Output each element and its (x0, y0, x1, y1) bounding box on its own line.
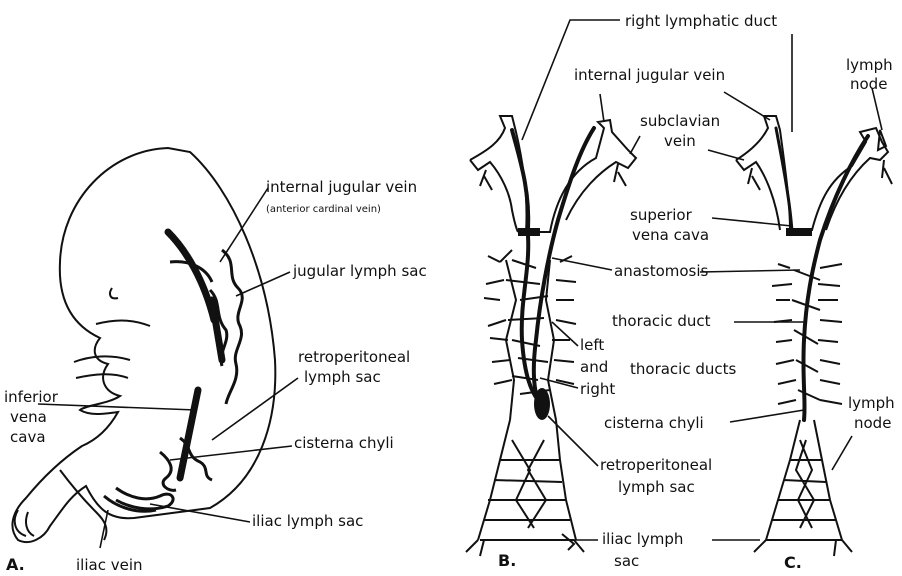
left-venous-arch-b (470, 116, 636, 232)
panel-letter-a: A. (6, 555, 25, 574)
cisterna-chyli-a (160, 452, 176, 490)
side-branches-b (484, 256, 576, 384)
leader-internal-jugular-b (600, 94, 604, 122)
leader-ij-c (724, 92, 770, 120)
lower-network-b (466, 420, 584, 556)
label-internal-jugular-a: internal jugular vein (266, 178, 417, 196)
leader-svc-c (712, 218, 792, 226)
label-cisterna-chyli-b: cisterna chyli (604, 414, 704, 432)
leader-anastomosis-c (700, 270, 800, 272)
label-superior-2: vena cava (632, 226, 709, 244)
panel-a-embryo: internal jugular vein (anterior cardinal… (4, 148, 427, 574)
label-iliac-vein-a: iliac vein (76, 556, 143, 574)
lower-network-c (754, 420, 852, 556)
leader-left-duct-b (552, 322, 578, 346)
label-subclavian-1: subclavian (640, 112, 720, 130)
label-lymph-node-bottom-2: node (854, 414, 891, 432)
embryo-chin (96, 321, 150, 327)
twig-right-c (882, 160, 892, 184)
leader-lymph-node-bottom-c (832, 436, 852, 470)
label-jugular-sac-a: jugular lymph sac (292, 262, 427, 280)
center-labels: right lymphatic duct internal jugular ve… (574, 12, 777, 570)
label-anterior-cardinal-a: (anterior cardinal vein) (266, 204, 381, 215)
leader-subclavian-b (630, 136, 640, 154)
right-venous-arch-b (470, 160, 518, 232)
jugular-vessel-a (170, 262, 212, 282)
label-retroperitoneal-b-1: retroperitoneal (600, 456, 712, 474)
twig-right-b (614, 164, 626, 186)
panel-letter-c: C. (784, 553, 802, 572)
label-lymph-node-bottom-1: lymph (848, 394, 895, 412)
twig-left-c (748, 168, 760, 190)
label-iliac-lymph-b-1: iliac lymph (602, 530, 683, 548)
inferior-vena-cava-a (180, 390, 198, 478)
embryo-outline (12, 148, 275, 542)
label-inferior-a-2: vena (10, 408, 47, 426)
label-right-lymphatic-duct: right lymphatic duct (625, 12, 777, 30)
network-c (772, 264, 842, 404)
embryo-arm (74, 356, 130, 378)
label-and: and (580, 358, 608, 376)
label-subclavian-2: vein (664, 132, 696, 150)
embryo-foot (15, 510, 34, 536)
svc-cap-c (786, 228, 812, 236)
leader-cisterna-c (730, 410, 804, 422)
iliac-sac-b (562, 534, 574, 550)
label-left: left (580, 336, 604, 354)
label-lymph-node-top-2: node (850, 75, 887, 93)
leader-subclavian-c (708, 150, 744, 160)
label-inferior-a-3: cava (10, 428, 46, 446)
leader-lymph-node-top-c (872, 88, 882, 130)
label-right: right (580, 380, 615, 398)
label-internal-jugular-b: internal jugular vein (574, 66, 725, 84)
label-anastomosis: anastomosis (614, 262, 709, 280)
label-retroperitoneal-a-1: retroperitoneal (298, 348, 410, 366)
label-superior-1: superior (630, 206, 693, 224)
label-iliac-lymph-b-2: sac (614, 552, 639, 570)
leader-anastomosis-b (552, 258, 612, 270)
label-lymph-node-top-1: lymph (846, 56, 893, 74)
panel-letter-b: B. (498, 551, 516, 570)
label-thoracic-duct: thoracic duct (612, 312, 711, 330)
embryo-eye (110, 288, 118, 298)
leader-retroperitoneal-a (212, 378, 298, 440)
twig-left-b (480, 170, 492, 190)
leader-jugular-sac-a (236, 272, 290, 296)
right-venous-arch-c (736, 116, 888, 230)
left-venous-arch-c (736, 160, 780, 230)
label-cisterna-a: cisterna chyli (294, 434, 394, 452)
leader-retroperitoneal-b (548, 416, 598, 466)
leader-inferior-vena-cava-a (38, 404, 196, 410)
iliac-sac-a (116, 488, 173, 509)
panel-b-thoracic-ducts: B. (466, 20, 640, 570)
label-retroperitoneal-b-2: lymph sac (618, 478, 695, 496)
label-thoracic-ducts: thoracic ducts (630, 360, 737, 378)
label-retroperitoneal-a-2: lymph sac (304, 368, 381, 386)
label-inferior-a-1: inferior (4, 388, 59, 406)
label-iliac-sac-a: iliac lymph sac (252, 512, 363, 530)
panel-c-thoracic-duct: C. lymph node lymph node (700, 34, 895, 572)
